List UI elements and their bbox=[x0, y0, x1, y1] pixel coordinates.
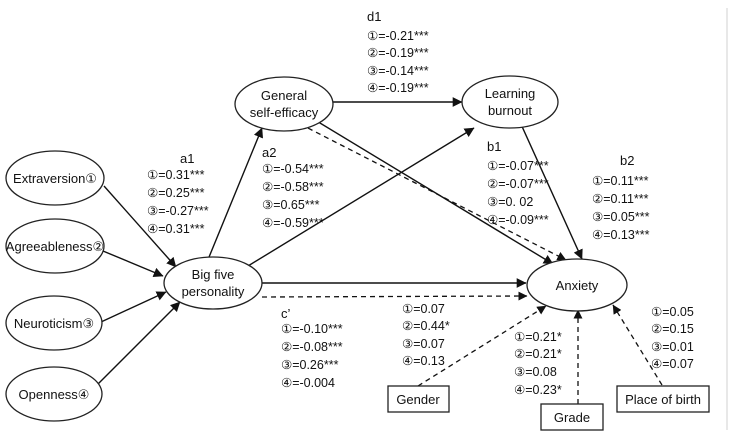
coef-value: ③=0.05*** bbox=[592, 210, 650, 224]
node-label: Gender bbox=[396, 392, 440, 407]
arrow-gender-anxiety bbox=[417, 305, 547, 387]
arrow-selfefficacy-anxiety bbox=[314, 119, 554, 265]
node-learning-burnout: Learning burnout bbox=[461, 75, 559, 129]
coef-value: ④=0.23* bbox=[514, 383, 562, 397]
coef-grade: ①=0.21* ②=0.21* ③=0.08 ④=0.23* bbox=[514, 330, 562, 397]
arrow-openness-bigfive bbox=[96, 301, 181, 386]
node-extraversion: Extraversion① bbox=[5, 150, 105, 206]
node-label: Neuroticism③ bbox=[14, 316, 94, 331]
node-label: Grade bbox=[554, 410, 590, 425]
coef-header: a2 bbox=[262, 145, 276, 160]
node-label: Anxiety bbox=[556, 278, 599, 293]
node-label: Extraversion① bbox=[13, 171, 97, 186]
coef-value: ①=0.21* bbox=[514, 330, 562, 344]
arrow-burnout-anxiety bbox=[519, 121, 583, 260]
arrow-placeofbirth-anxiety bbox=[612, 304, 663, 386]
coef-value: ②=0.25*** bbox=[147, 186, 205, 200]
coef-value: ③=0. 02 bbox=[487, 195, 533, 209]
coef-value: ③=0.07 bbox=[402, 337, 445, 351]
coef-header: b1 bbox=[487, 139, 501, 154]
node-label-line2: burnout bbox=[488, 103, 532, 118]
node-big-five-personality: Big five personality bbox=[163, 256, 263, 310]
coef-header: c’ bbox=[281, 306, 291, 321]
coef-value: ③=0.65*** bbox=[262, 198, 320, 212]
coef-header: b2 bbox=[620, 153, 634, 168]
coef-value: ④=-0.09*** bbox=[487, 213, 549, 227]
node-label-line1: Learning bbox=[485, 86, 536, 101]
coef-place-of-birth: ①=0.05 ②=0.15 ③=0.01 ④=0.07 bbox=[651, 305, 694, 371]
coef-d1: d1 ①=-0.21*** ②=-0.19*** ③=-0.14*** ④=-0… bbox=[367, 9, 429, 95]
node-label-line2: self-efficacy bbox=[250, 105, 319, 120]
coef-value: ①=0.05 bbox=[651, 305, 694, 319]
coef-value: ①=-0.54*** bbox=[262, 162, 324, 176]
coef-value: ④=0.13*** bbox=[592, 228, 650, 242]
coef-value: ④=-0.59*** bbox=[262, 216, 324, 230]
node-label: Openness④ bbox=[19, 387, 90, 402]
arrow-bigfive-selfefficacy bbox=[206, 127, 263, 263]
arrow-bigfive-anxiety-direct bbox=[261, 291, 528, 301]
arrow-selfefficacy-anxiety-dashed bbox=[299, 123, 567, 261]
node-openness: Openness④ bbox=[5, 366, 103, 422]
coef-value: ④=-0.004 bbox=[281, 376, 335, 390]
coef-value: ④=0.13 bbox=[402, 354, 445, 368]
coef-value: ②=0.44* bbox=[402, 319, 450, 333]
coef-header: a1 bbox=[180, 151, 194, 166]
node-label-line1: Big five bbox=[192, 267, 235, 282]
coef-value: ①=-0.07*** bbox=[487, 159, 549, 173]
node-gender: Gender bbox=[387, 385, 450, 413]
coef-a2: a2 ①=-0.54*** ②=-0.58*** ③=0.65*** ④=-0.… bbox=[262, 145, 324, 230]
coef-gender: ①=0.07 ②=0.44* ③=0.07 ④=0.13 bbox=[402, 302, 450, 368]
coef-c-prime: c’ ①=-0.10*** ②=-0.08*** ③=0.26*** ④=-0.… bbox=[281, 306, 343, 390]
coef-a1: a1 ①=0.31*** ②=0.25*** ③=-0.27*** ④=0.31… bbox=[147, 151, 209, 236]
node-neuroticism: Neuroticism③ bbox=[5, 295, 103, 351]
node-label: Place of birth bbox=[625, 392, 701, 407]
node-agreeableness: Agreeableness② bbox=[5, 218, 105, 274]
coef-value: ②=-0.08*** bbox=[281, 340, 343, 354]
coef-header: d1 bbox=[367, 9, 381, 24]
arrow-bigfive-burnout bbox=[247, 127, 475, 267]
arrow-agreeableness-bigfive bbox=[102, 250, 164, 277]
node-label-line1: General bbox=[261, 88, 307, 103]
coef-value: ①=0.07 bbox=[402, 302, 445, 316]
coef-value: ②=0.11*** bbox=[592, 192, 649, 206]
node-general-self-efficacy: General self-efficacy bbox=[234, 76, 334, 132]
node-grade: Grade bbox=[540, 403, 604, 431]
coef-b2: b2 ①=0.11*** ②=0.11*** ③=0.05*** ④=0.13*… bbox=[592, 153, 650, 242]
coef-value: ②=-0.58*** bbox=[262, 180, 324, 194]
arrows bbox=[96, 97, 663, 404]
coef-value: ③=-0.27*** bbox=[147, 204, 209, 218]
coef-value: ①=-0.21*** bbox=[367, 29, 429, 43]
coef-value: ①=0.31*** bbox=[147, 168, 205, 182]
coef-value: ③=0.08 bbox=[514, 365, 557, 379]
node-label: Agreeableness② bbox=[6, 239, 104, 254]
arrow-neuroticism-bigfive bbox=[100, 291, 167, 323]
arrow-extraversion-bigfive bbox=[103, 185, 177, 268]
coef-value: ④=-0.19*** bbox=[367, 81, 429, 95]
coef-value: ②=0.15 bbox=[651, 322, 694, 336]
node-place-of-birth: Place of birth bbox=[616, 385, 710, 413]
node-anxiety: Anxiety bbox=[526, 258, 628, 312]
coef-value: ④=0.31*** bbox=[147, 222, 205, 236]
coef-b1: b1 ①=-0.07*** ②=-0.07*** ③=0. 02 ④=-0.09… bbox=[487, 139, 549, 227]
coef-value: ①=-0.10*** bbox=[281, 322, 343, 336]
node-label-line2: personality bbox=[182, 284, 245, 299]
coef-value: ④=0.07 bbox=[651, 357, 694, 371]
coef-value: ①=0.11*** bbox=[592, 174, 649, 188]
coef-value: ③=-0.14*** bbox=[367, 64, 429, 78]
coef-value: ②=0.21* bbox=[514, 347, 562, 361]
coef-value: ②=-0.07*** bbox=[487, 177, 549, 191]
coef-value: ③=0.01 bbox=[651, 340, 694, 354]
coef-value: ②=-0.19*** bbox=[367, 46, 429, 60]
coef-value: ③=0.26*** bbox=[281, 358, 339, 372]
